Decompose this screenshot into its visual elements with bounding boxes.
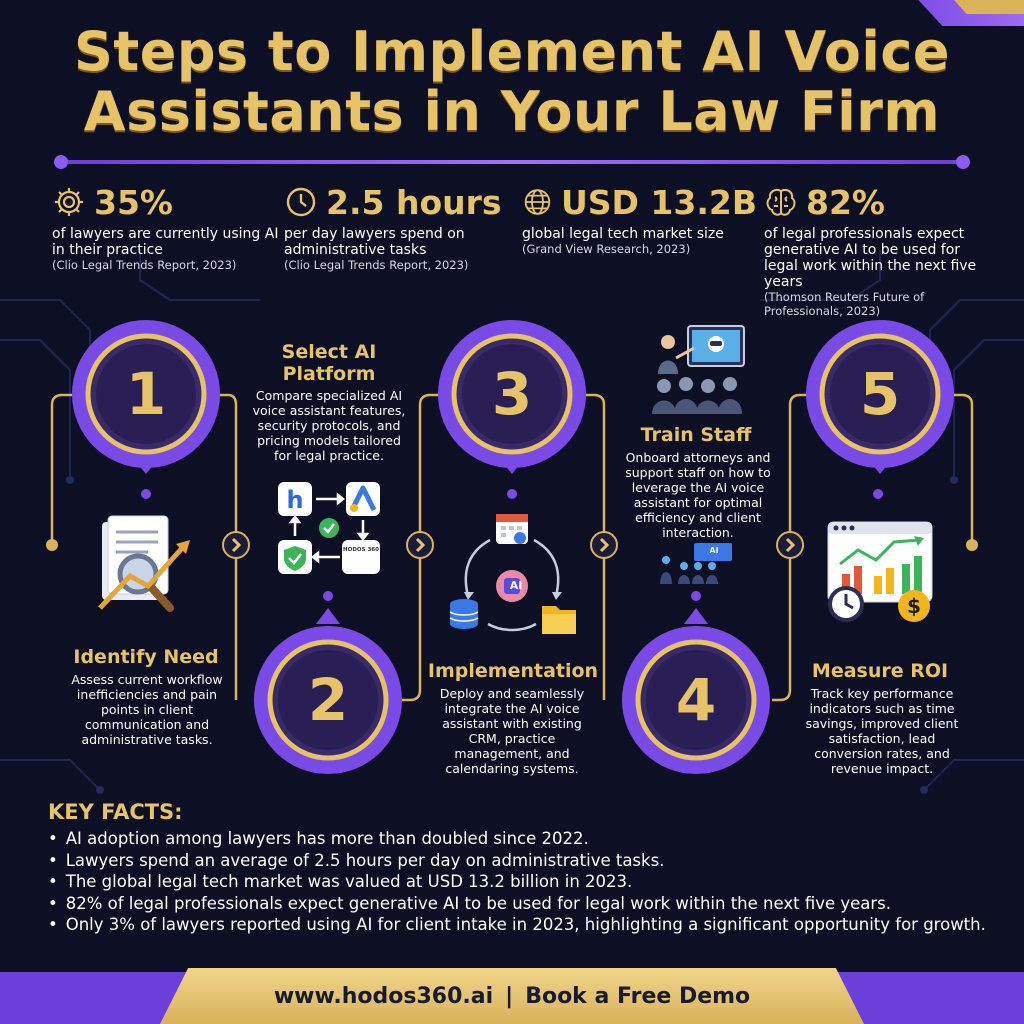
step-number: 2 (307, 666, 349, 734)
stat-value: 35% (94, 182, 173, 222)
step-number: 5 (859, 360, 901, 428)
footer-banner: www.hodos360.ai | Book a Free Demo (0, 968, 1024, 1024)
integration-cycle-icon (449, 514, 576, 634)
badge-shape (72, 320, 220, 474)
divider-dot-left (54, 155, 68, 169)
step-number: 4 (675, 666, 717, 734)
step-2-desc: Compare specialized AI voice assistant f… (252, 388, 406, 463)
step-4-title: Train Staff (640, 424, 752, 446)
step-number: 1 (125, 360, 167, 428)
step-number: 3 (491, 360, 533, 428)
badge-shape (438, 320, 586, 474)
step-2-title: Select AI Platform (281, 341, 377, 385)
roi-dashboard-icon: $ (827, 521, 933, 622)
key-facts-title: KEY FACTS: (48, 800, 183, 824)
stat-value: 2.5 hours (326, 182, 502, 222)
stat-genai-expectation: 82% of legal professionals expect genera… (764, 182, 984, 319)
ai-screen-label: AI (709, 546, 719, 555)
step-4-desc: Onboard attorneys and support staff on h… (625, 450, 771, 540)
platform-comparison-icon: h (278, 482, 380, 574)
step-badge-1: 1 (66, 314, 226, 474)
list-item: AI adoption among lawyers has more than … (48, 828, 1008, 850)
step-1-desc: Assess current workflow inefficiencies a… (71, 672, 223, 747)
training-presentation-icon (652, 325, 745, 414)
footer-cta-bar: www.hodos360.ai | Book a Free Demo (160, 968, 864, 1024)
ai-chip-label: AI (509, 579, 523, 592)
hodos-badge-label: HODOS 360 (343, 547, 379, 553)
next-arrow-icon (222, 531, 250, 559)
svg-text:h: h (286, 486, 303, 514)
step-1-title: Identify Need (73, 646, 219, 668)
stat-admin-hours: 2.5 hours per day lawyers spend on admin… (284, 182, 519, 273)
step-badge-4: 4 (616, 608, 776, 780)
website-link[interactable]: www.hodos360.ai (273, 983, 494, 1009)
stat-source: (Clio Legal Trends Report, 2023) (52, 258, 237, 272)
brain-icon (766, 188, 796, 216)
list-item: Only 3% of lawyers reported using AI for… (48, 914, 1008, 936)
step-badge-3: 3 (432, 314, 592, 474)
svg-text:$: $ (907, 594, 921, 618)
title-line-2: Assistants in Your Law Firm (83, 80, 941, 143)
book-demo-link[interactable]: Book a Free Demo (525, 983, 751, 1009)
stat-source: (Clio Legal Trends Report, 2023) (284, 258, 469, 272)
key-facts-list: AI adoption among lawyers has more than … (48, 828, 1008, 936)
ai-screen-group-icon (660, 543, 732, 584)
next-arrow-icon (590, 531, 618, 559)
title-line-1: Steps to Implement AI Voice (74, 20, 950, 83)
step-badge-5: 5 (800, 314, 960, 474)
gear-icon (55, 188, 83, 216)
list-item: The global legal tech market was valued … (48, 871, 1008, 893)
stat-desc: global legal tech market size (522, 226, 724, 242)
step-5-title: Measure ROI (811, 660, 949, 682)
step-badge-2: 2 (248, 608, 408, 780)
badge-shape (622, 608, 770, 774)
document-analysis-icon (98, 515, 190, 612)
globe-icon (524, 189, 551, 215)
badge-shape (806, 320, 954, 474)
divider-dot-right (956, 155, 970, 169)
stat-source: (Thomson Reuters Future of Professionals… (764, 290, 925, 318)
step-3-title: Implementation (427, 660, 599, 682)
stat-desc: of legal professionals expect generative… (764, 226, 977, 290)
stat-desc: per day lawyers spend on administrative … (284, 226, 465, 258)
stat-market-size: USD 13.2B global legal tech market size … (522, 182, 757, 257)
next-arrow-icon (406, 531, 434, 559)
corner-accent-gold (954, 0, 1024, 14)
stat-source: (Grand View Research, 2023) (522, 242, 691, 256)
list-item: Lawyers spend an average of 2.5 hours pe… (48, 850, 1008, 872)
footer-separator: | (505, 983, 514, 1009)
stat-desc: of lawyers are currently using AI in the… (52, 226, 279, 258)
title-divider (60, 160, 964, 164)
step-5-desc: Track key performance indicators such as… (805, 686, 959, 776)
stat-value: 82% (806, 182, 885, 222)
clock-icon (286, 187, 316, 217)
step-3-desc: Deploy and seamlessly integrate the AI v… (439, 686, 585, 776)
list-item: 82% of legal professionals expect genera… (48, 893, 1008, 915)
next-arrow-icon (776, 531, 804, 559)
stat-value: USD 13.2B (560, 182, 757, 222)
page-title: Steps to Implement AI Voice Assistants i… (0, 22, 1024, 142)
badge-shape (254, 608, 402, 774)
stat-ai-usage: 35% of lawyers are currently using AI in… (52, 182, 287, 273)
